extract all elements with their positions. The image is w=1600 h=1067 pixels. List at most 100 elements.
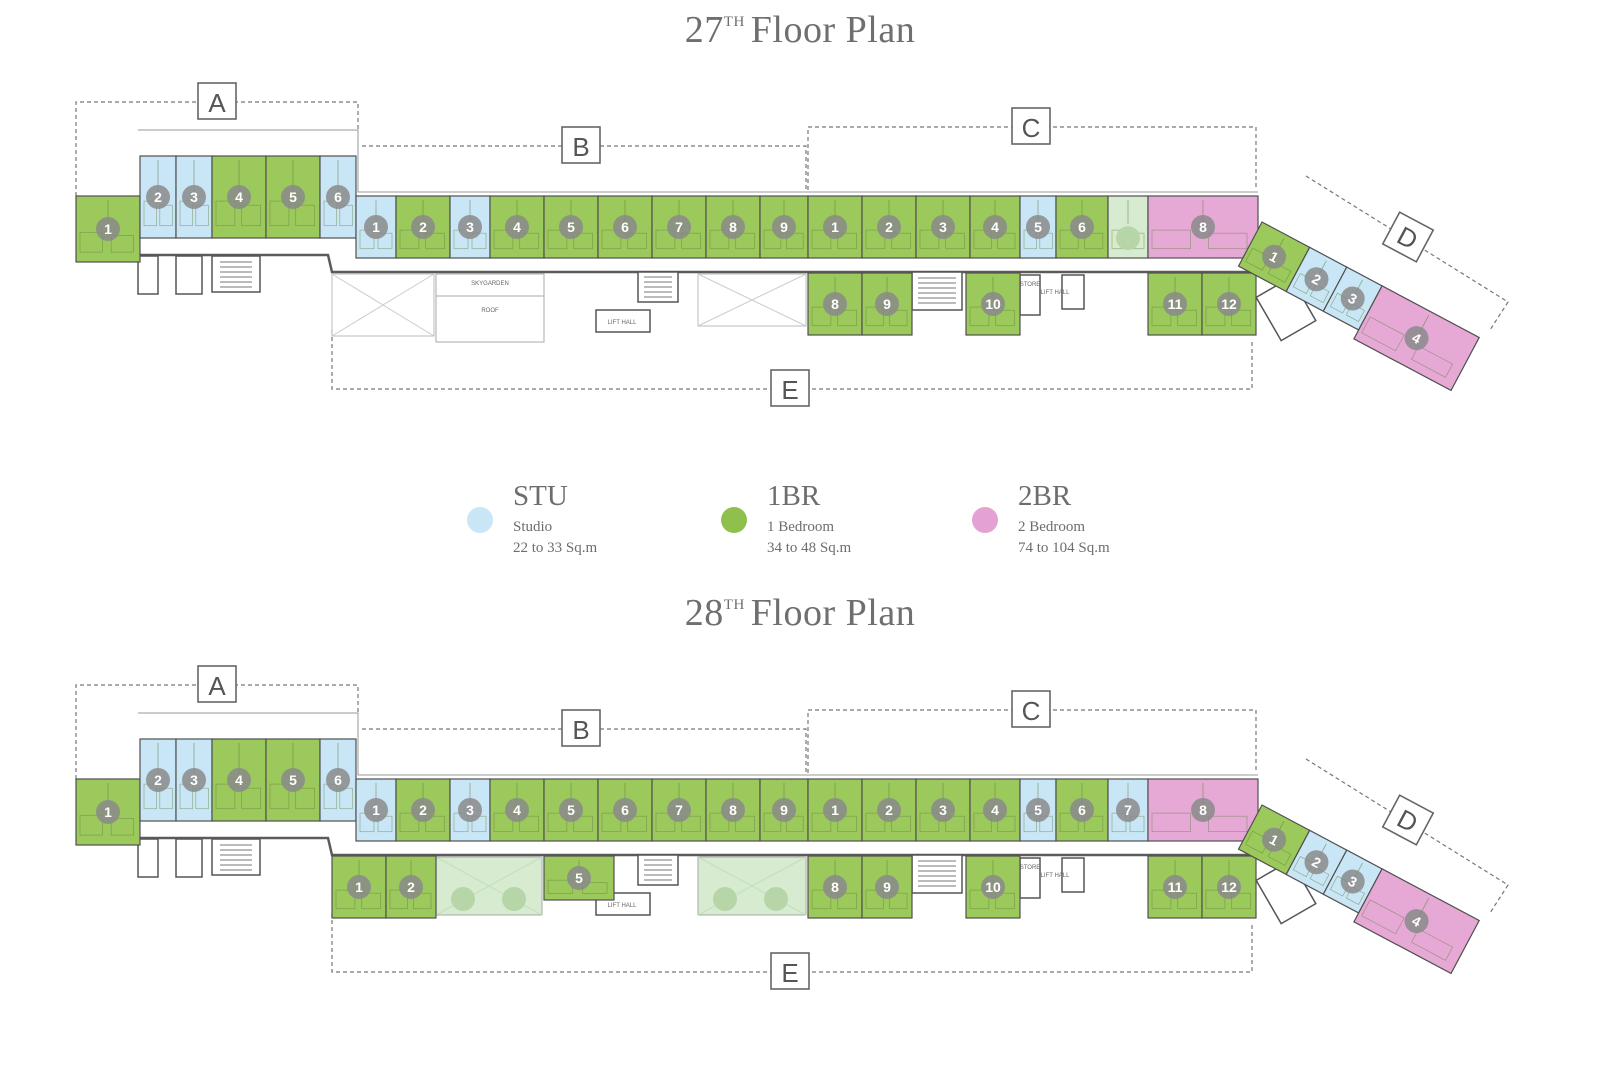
floor-28-zone-A-box	[197, 665, 237, 703]
floor-27-lift-hall-box	[595, 309, 651, 333]
floor-27-zone-b-unit-number-badge	[559, 215, 583, 239]
floor-28-garden-tree	[451, 887, 475, 911]
floor-28-zone-C-box	[1011, 690, 1051, 728]
floor-28-lift-core	[137, 838, 159, 878]
unit-type-legend: STU Studio 22 to 33 Sq.m 1BR 1 Bedroom 3…	[0, 480, 1600, 560]
floor-27-zone-c-unit-furniture	[891, 232, 911, 250]
floor-27-zone-c-unit-furniture	[1084, 232, 1104, 250]
floor-28-zone-e-unit-furniture	[1231, 892, 1251, 910]
floor-27-zone-c-unit-number-badge	[1191, 215, 1215, 239]
floor-28-zone-c-unit-number: 5	[1034, 802, 1042, 818]
floor-27-bay-brace	[331, 273, 435, 337]
floor-28-zone-e-unit-number-badge	[567, 866, 591, 890]
floor-27-zone-d-unit-number-badge	[1404, 326, 1429, 351]
floor-27-zone-b-unit-furniture	[493, 229, 514, 250]
floor-27-zone-c-unit-furniture	[919, 229, 940, 250]
floor-28-zone-e-unit-furniture	[889, 892, 908, 910]
floor-27-zone-a-unit-number-badge	[227, 185, 251, 209]
floor-27-zone-c-unit-furniture	[945, 232, 965, 250]
floor-27-zone-b-unit-number: 9	[780, 219, 788, 235]
floor-27-zone-d-unit-number-badge	[1304, 267, 1329, 292]
floor-28-lift-core	[1061, 857, 1085, 893]
floor-28-zone-b-unit-number-badge	[667, 798, 691, 822]
floor-28-zone-c-unit-number: 7	[1124, 802, 1132, 818]
floor-27-zone-E-box	[770, 369, 810, 407]
floor-28-zone-c-unit-number-badge	[1070, 798, 1094, 822]
floor-28-zone-a-unit-number: 1	[104, 804, 112, 820]
floor-28-zone-e-unit-furniture	[837, 892, 857, 910]
floor-28-zone-c-unit-number-badge	[931, 798, 955, 822]
floor-28-zone-c-unit-furniture	[997, 815, 1016, 833]
floor-27-zone-c-unit-number: 5	[1034, 219, 1042, 235]
floor-27-zone-b-unit-number-badge	[613, 215, 637, 239]
floor-28-zone-b-unit-furniture	[573, 815, 593, 833]
floor-27-zone-e-unit-furniture	[811, 306, 832, 327]
floor-28-zone-c-unit-number: 6	[1078, 802, 1086, 818]
floor-28-zone-D-box	[1381, 794, 1435, 846]
floor-27-zone-c-unit-number: 8	[1199, 219, 1207, 235]
floor-27-zone-label: C	[1022, 113, 1041, 143]
floor-28-zone-c-unit-number-badge	[1026, 798, 1050, 822]
floor-28-zone-c-unit-number-badge	[1116, 798, 1140, 822]
floor-27-zone-e-unit-furniture	[837, 309, 857, 327]
floor-28-zone-b-unit-number: 8	[729, 802, 737, 818]
floor-27-suffix: TH	[723, 14, 745, 30]
floor-27-zone-a-unit-furniture	[269, 200, 290, 227]
floor-28-zone-e-unit-number: 2	[407, 879, 415, 895]
floor-27-zone-a-unit-number: 3	[190, 189, 198, 205]
floor-28-zone-b-unit-number: 7	[675, 802, 683, 818]
floor-28-garden-tree	[502, 887, 526, 911]
floor-28-zone-E-box	[770, 952, 810, 990]
floor-27-zone-a-unit-number: 4	[235, 189, 243, 205]
floor-27-zone-b-unit-number: 3	[466, 219, 474, 235]
floor-28-corridor-wall	[140, 836, 1258, 857]
legend-code-2br: 2BR	[1018, 480, 1072, 512]
floor-28-zone-label: A	[208, 671, 226, 701]
floor-27-zone-d-unit-furniture	[1411, 345, 1454, 378]
floor-27-zone-d-unit-furniture	[1361, 316, 1405, 352]
floor-27-lift-core	[175, 255, 203, 295]
floor-27-zone-b-unit-number-badge	[364, 215, 388, 239]
floor-28-zone-c-unit-furniture	[973, 812, 992, 833]
floor-27-zone-a-unit-furniture	[215, 200, 236, 227]
floor-28-zone-e-unit-number-badge	[347, 875, 371, 899]
legend-swatch-1br	[721, 507, 747, 533]
floor-28-zone-a-unit-number-badge	[96, 800, 120, 824]
floor-28-zone-a-unit-number: 5	[289, 772, 297, 788]
floor-28-zone-e-unit-furniture	[1177, 892, 1197, 910]
legend-swatch-2br	[972, 507, 998, 533]
floor-28-zone-e-unit-furniture	[335, 889, 356, 910]
floor-27-zone-b-unit-number-badge	[505, 215, 529, 239]
floor-27-zone-a-unit-number-badge	[96, 217, 120, 241]
floor-28-zone-e-unit-furniture	[361, 892, 381, 910]
floor-28-zone-B-box	[561, 709, 601, 747]
floor-27-zone-b-unit-furniture	[735, 232, 755, 250]
floor-28-garden-tree	[713, 887, 737, 911]
floor-27-zone-a-unit-number: 1	[104, 221, 112, 237]
floor-28-zone-b-unit-furniture	[425, 815, 445, 833]
floor-28-zone-c-unit-number: 4	[991, 802, 999, 818]
floor-28-zone-c-unit-furniture	[945, 815, 965, 833]
floor-28-zone-e-unit-number: 10	[985, 879, 1001, 895]
floor-28-zone-e-unit-number-badge	[1217, 875, 1241, 899]
floor-28-zone-b-unit-number-badge	[559, 798, 583, 822]
floor-27-annotation: LIFT HALL	[1041, 290, 1071, 296]
floor-28-suffix: TH	[723, 597, 745, 613]
floor-28-zone-b-unit-number: 5	[567, 802, 575, 818]
floor-28-zone-e-unit-number: 5	[575, 870, 583, 886]
floor-27-zone-label: A	[208, 88, 226, 118]
floor-28-zone-c-unit-number-badge	[823, 798, 847, 822]
floor-27-zone-b-unit-furniture	[547, 229, 568, 250]
floor-27-skygarden-area	[435, 273, 545, 343]
legend-name-studio: Studio	[513, 519, 553, 535]
floor-28-zone-e-unit-furniture	[413, 892, 432, 910]
floor-27-zone-D-bracket	[1305, 175, 1509, 331]
floor-27-zone-e-unit-number-badge	[981, 292, 1005, 316]
floor-27-zone-d-unit-number-badge	[1340, 286, 1365, 311]
floor-27-zone-D-box	[1381, 211, 1435, 263]
legend-swatch-studio	[467, 507, 493, 533]
floor-28-zone-e-unit-number-badge	[1163, 875, 1187, 899]
floor-27-zone-b-unit-furniture	[681, 232, 701, 250]
floor-27-zone-a-unit-number-badge	[146, 185, 170, 209]
